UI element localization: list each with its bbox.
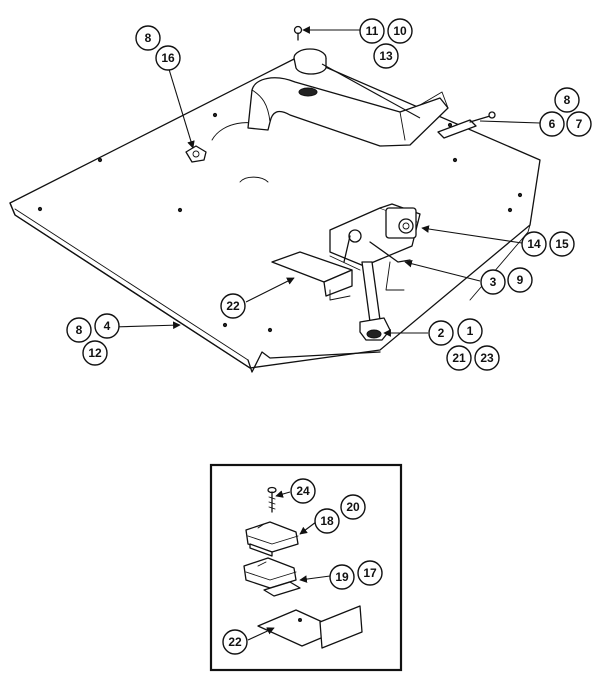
svg-text:23: 23 bbox=[480, 351, 494, 365]
callout-11: 11 bbox=[359, 18, 385, 44]
svg-text:18: 18 bbox=[320, 514, 334, 528]
screw-11 bbox=[293, 25, 303, 41]
callout-21: 21 bbox=[446, 345, 472, 371]
svg-text:10: 10 bbox=[393, 24, 407, 38]
svg-text:19: 19 bbox=[335, 570, 349, 584]
callout-2: 2 bbox=[428, 320, 454, 346]
plate-17 bbox=[263, 581, 301, 597]
callout-20: 20 bbox=[340, 494, 366, 520]
callout-19: 19 bbox=[329, 564, 355, 590]
svg-text:17: 17 bbox=[363, 566, 377, 580]
svg-text:24: 24 bbox=[296, 484, 310, 498]
callout-8b: 8 bbox=[554, 87, 580, 113]
svg-text:1: 1 bbox=[467, 324, 474, 338]
callout-7: 7 bbox=[566, 111, 592, 137]
svg-text:6: 6 bbox=[549, 117, 556, 131]
svg-text:3: 3 bbox=[490, 275, 497, 289]
part-19 bbox=[243, 557, 297, 589]
svg-text:11: 11 bbox=[366, 24, 379, 38]
callout-9: 9 bbox=[507, 267, 533, 293]
valve-assembly bbox=[271, 203, 421, 341]
callout-6: 6 bbox=[539, 111, 565, 137]
callout-16: 16 bbox=[155, 45, 181, 71]
svg-text:21: 21 bbox=[452, 351, 466, 365]
part-18 bbox=[245, 521, 299, 557]
callout-24: 24 bbox=[290, 478, 316, 504]
callout-1: 1 bbox=[457, 318, 483, 344]
leader-lines bbox=[111, 26, 541, 337]
svg-text:7: 7 bbox=[576, 117, 583, 131]
svg-text:2: 2 bbox=[438, 326, 445, 340]
callout-14: 14 bbox=[521, 231, 547, 257]
bracket-6-7 bbox=[437, 111, 496, 139]
svg-text:20: 20 bbox=[346, 500, 360, 514]
panel-holes bbox=[37, 112, 523, 333]
svg-text:16: 16 bbox=[161, 51, 175, 65]
callout-3: 3 bbox=[480, 269, 506, 295]
svg-text:22: 22 bbox=[228, 635, 242, 649]
svg-text:4: 4 bbox=[104, 319, 111, 333]
callout-8: 8 bbox=[135, 25, 161, 51]
svg-text:8: 8 bbox=[76, 323, 83, 337]
callout-22: 22 bbox=[220, 293, 246, 319]
callout-17: 17 bbox=[357, 560, 383, 586]
svg-text:14: 14 bbox=[527, 237, 541, 251]
callout-4: 4 bbox=[94, 313, 120, 339]
svg-text:8: 8 bbox=[145, 31, 152, 45]
burner-tube bbox=[247, 48, 449, 147]
svg-text:12: 12 bbox=[88, 346, 102, 360]
svg-text:15: 15 bbox=[555, 237, 569, 251]
callout-22-inset: 22 bbox=[222, 629, 248, 655]
svg-text:13: 13 bbox=[379, 49, 393, 63]
bracket-22 bbox=[257, 605, 363, 649]
callout-10: 10 bbox=[387, 18, 413, 44]
svg-text:22: 22 bbox=[226, 299, 240, 313]
callout-12: 12 bbox=[82, 340, 108, 366]
callout-8c: 8 bbox=[66, 317, 92, 343]
callout-18: 18 bbox=[314, 508, 340, 534]
screw-24 bbox=[267, 486, 277, 513]
svg-text:8: 8 bbox=[564, 93, 571, 107]
callout-23: 23 bbox=[474, 345, 500, 371]
callout-13: 13 bbox=[373, 43, 399, 69]
callout-15: 15 bbox=[549, 231, 575, 257]
svg-text:9: 9 bbox=[517, 273, 524, 287]
